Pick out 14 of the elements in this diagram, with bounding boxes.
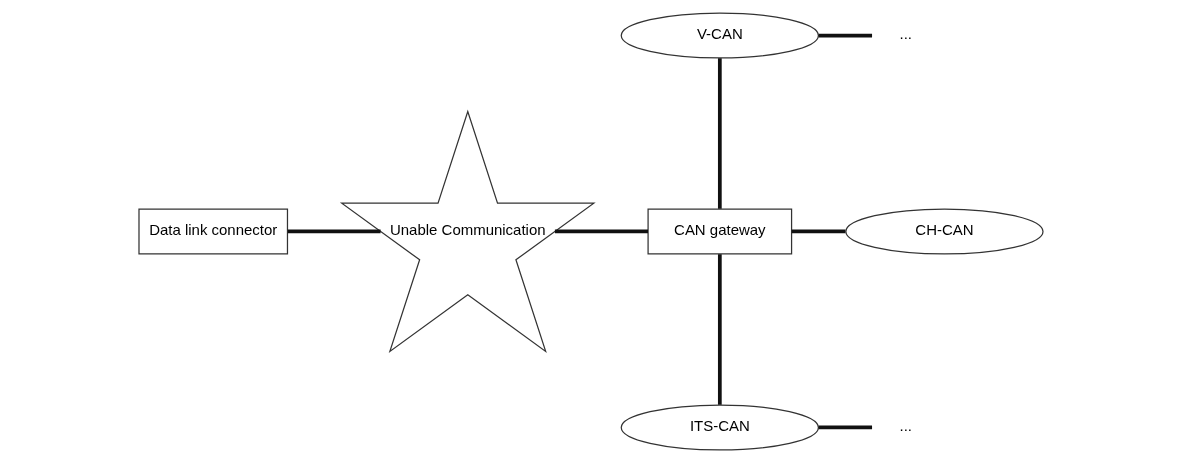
node-box: Data link connector xyxy=(138,208,289,255)
node-ellipse: ITS-CAN xyxy=(620,404,820,451)
connector xyxy=(554,229,648,234)
node-ellipse: CH-CAN xyxy=(845,208,1044,255)
connector xyxy=(717,58,722,209)
node-text: ... xyxy=(899,25,912,43)
connector xyxy=(818,33,873,38)
connector xyxy=(717,254,722,405)
connector xyxy=(287,229,381,234)
connector xyxy=(791,229,846,234)
node-text: ... xyxy=(899,417,912,435)
connector xyxy=(818,425,873,430)
node-ellipse: V-CAN xyxy=(620,12,820,59)
node-box: CAN gateway xyxy=(647,208,793,255)
